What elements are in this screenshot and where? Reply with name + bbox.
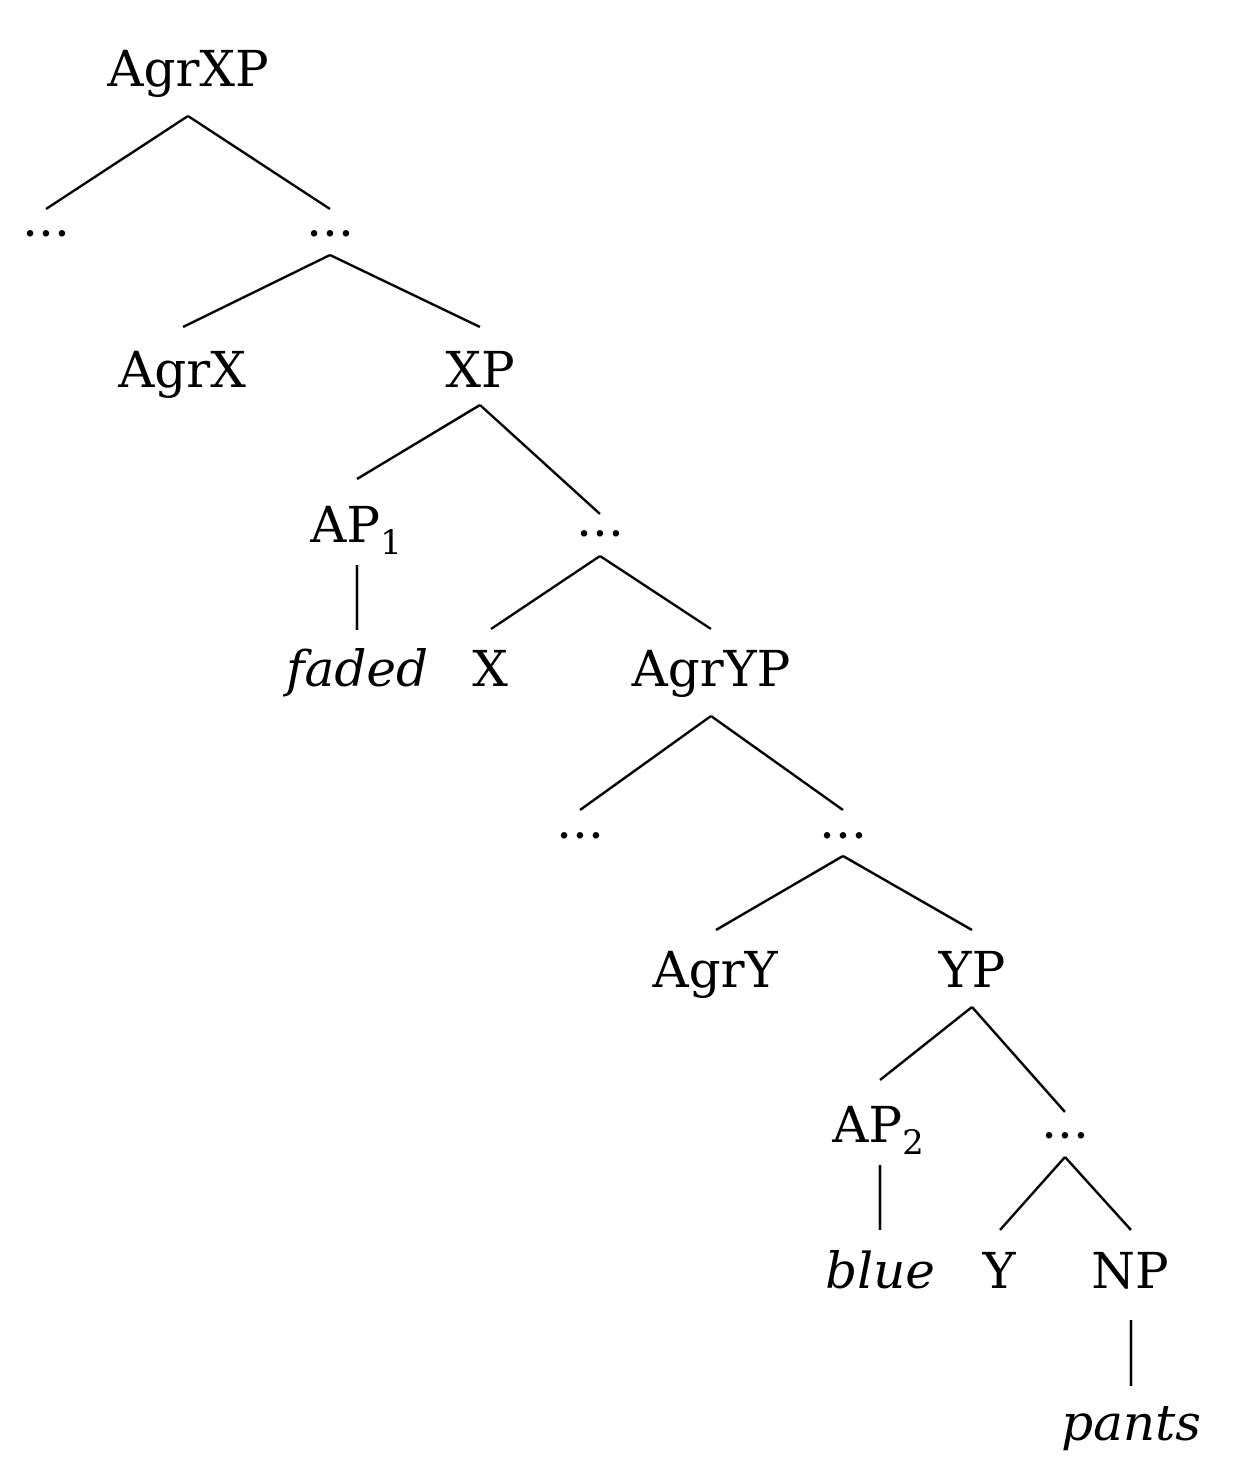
node-label-text: ... — [556, 792, 604, 850]
node-label-text: blue — [825, 1242, 935, 1300]
node-ap2: AP2 — [831, 1096, 923, 1163]
edge-agrxp-to-dots1 — [45, 114, 189, 211]
edge-agrxp-to-dots2 — [187, 114, 331, 211]
edge-yp-to-dots6 — [971, 1006, 1066, 1113]
node-label-text: YP — [938, 941, 1006, 999]
node-label-text: faded — [282, 640, 428, 698]
node-np: NP — [1091, 1242, 1168, 1300]
node-dots6: ... — [1041, 1092, 1089, 1150]
node-label-text: ... — [576, 490, 624, 548]
node-label-text: ... — [1041, 1092, 1089, 1150]
edge-dots6-to-y — [999, 1156, 1066, 1231]
node-label-text: AgrX — [117, 341, 246, 399]
node-x: X — [472, 640, 508, 698]
edge-dots2-to-xp — [329, 253, 481, 329]
node-label-text: X — [472, 640, 508, 698]
node-subscript: 2 — [902, 1123, 924, 1163]
node-label-text: AgrXP — [106, 40, 268, 98]
node-agrxp: AgrXP — [106, 40, 268, 98]
node-label-text: AgrY — [651, 941, 778, 999]
edge-xp-to-ap1 — [356, 403, 481, 481]
node-subscript: 1 — [380, 523, 402, 563]
edge-dots3-to-x — [490, 554, 601, 631]
node-y: Y — [981, 1242, 1016, 1300]
edge-yp-to-ap2 — [879, 1006, 973, 1081]
node-label-text: AgrYP — [631, 640, 791, 698]
node-label-text: pants — [1061, 1394, 1201, 1452]
node-blue: blue — [825, 1242, 935, 1300]
node-dots4: ... — [556, 792, 604, 850]
node-label-text: ... — [819, 792, 867, 850]
node-label-text: XP — [445, 341, 514, 399]
node-label-text: AP — [831, 1096, 902, 1154]
edge-agryp-to-dots4 — [579, 714, 712, 812]
edge-dots6-to-np — [1064, 1156, 1132, 1231]
node-label-text: AP — [309, 496, 380, 554]
node-dots2: ... — [306, 190, 354, 248]
edge-dots5-to-yp — [842, 854, 973, 932]
tree-edges — [45, 114, 1133, 1386]
edge-xp-to-dots3 — [479, 404, 601, 515]
node-label-text: NP — [1091, 1242, 1168, 1300]
node-yp: YP — [938, 941, 1006, 999]
node-pants: pants — [1061, 1394, 1201, 1452]
node-ap1: AP1 — [309, 496, 401, 563]
node-agrx: AgrX — [117, 341, 246, 399]
node-faded: faded — [282, 640, 428, 698]
edge-dots5-to-agry — [715, 854, 844, 932]
node-dots1: ... — [22, 190, 70, 248]
node-label-text: ... — [306, 190, 354, 248]
node-xp: XP — [445, 341, 514, 399]
node-agryp: AgrYP — [631, 640, 791, 698]
node-label-text: ... — [22, 190, 70, 248]
node-dots5: ... — [819, 792, 867, 850]
node-label-text: Y — [981, 1242, 1016, 1300]
node-agry: AgrY — [651, 941, 778, 999]
edge-agryp-to-dots5 — [710, 714, 844, 812]
node-dots3: ... — [576, 490, 624, 548]
edge-dots3-to-agryp — [599, 554, 712, 631]
edge-dots2-to-agrx — [182, 253, 331, 329]
